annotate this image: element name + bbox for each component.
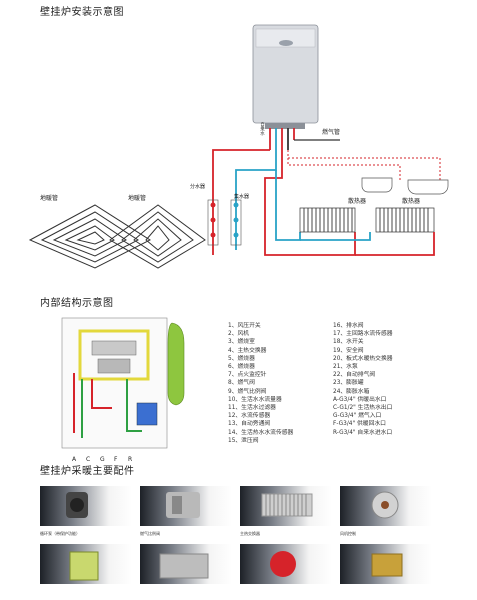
legend-right-item: 21、水泵 xyxy=(333,364,358,371)
radiator-right-label: 散热器 xyxy=(402,197,420,205)
legend-right-item: 24、膨胀水箱 xyxy=(333,388,370,395)
legend-right-item: 22、自动排气阀 xyxy=(333,372,376,379)
boiler-pipes xyxy=(269,128,295,150)
dhw-dashed-line xyxy=(287,150,441,182)
legend-left-item: 8、燃气阀 xyxy=(228,380,255,387)
legend-left-item: 11、生活水过滤器 xyxy=(228,405,276,412)
valve-a-label: 分水器 xyxy=(190,183,205,190)
boiler-unit xyxy=(252,24,319,129)
legend-left-item: 10、生活水水流量器 xyxy=(228,396,282,403)
fan-icon xyxy=(371,491,399,519)
radiator-left: 散热器 xyxy=(299,197,366,233)
cold-return-line xyxy=(235,150,371,250)
legend-left-item: 6、燃烧器 xyxy=(228,364,255,371)
floor-coil-right: 地暖管 xyxy=(109,194,206,269)
port-r: R xyxy=(128,456,132,463)
gas-pipe-label: 燃气管 xyxy=(322,128,340,136)
expansion-tank-icon xyxy=(270,551,296,577)
part-caption-1: 循环泵（带保护功能） xyxy=(40,531,80,536)
manifold-right: 集水器 xyxy=(230,193,249,246)
brass-fitting-icon xyxy=(371,553,403,577)
install-title: 壁挂炉安装示意图 xyxy=(40,7,124,18)
circuit-board-icon xyxy=(69,551,99,581)
floor-right-label: 地暖管 xyxy=(128,194,146,202)
radiator-left-label: 散热器 xyxy=(348,197,366,205)
legend-right-item: 19、安全阀 xyxy=(333,347,364,354)
legend-right-item: 23、膨胀罐 xyxy=(333,380,364,387)
legend-left-item: 12、水流传感器 xyxy=(228,413,271,420)
burner-icon xyxy=(159,553,209,579)
internal-diagram: A C G F R xyxy=(61,317,185,463)
internal-title: 内部结构示意图 xyxy=(40,298,114,309)
legend-left-item: 15、泄压阀 xyxy=(228,437,259,444)
legend-left-item: 14、生活热水水流传感器 xyxy=(228,429,294,436)
floor-coil-left: 地暖管 xyxy=(28,194,152,269)
legend-left-item: 7、点火监控针 xyxy=(228,372,267,379)
legend-left-item: 5、燃烧器 xyxy=(228,355,255,362)
legend-right-item: C-G1/2" 生活热水出口 xyxy=(333,405,393,412)
gas-valve-icon xyxy=(166,492,200,518)
legend-right-item: 17、主回路水流传感器 xyxy=(333,331,393,338)
install-diagram: 自来水 燃气管 散热器 xyxy=(28,24,449,269)
legend-right-item: A-G3/4" 供暖出水口 xyxy=(333,396,387,403)
legend-left-item: 1、风压开关 xyxy=(228,323,261,329)
legend-left-item: 13、自动旁通阀 xyxy=(228,421,271,428)
radiator-link xyxy=(355,232,435,256)
sink-icon xyxy=(361,177,393,193)
boiler-tag-label: 自来水 xyxy=(260,121,265,136)
legend-left-item: 4、主热交换器 xyxy=(228,347,267,354)
port-g: G xyxy=(100,456,105,463)
legend-right-item: 20、板式水暖热交换器 xyxy=(333,355,393,362)
part-caption-4: 风机控制 xyxy=(340,531,356,536)
part-shapes xyxy=(66,491,403,581)
radiator-right: 散热器 xyxy=(375,197,435,233)
bathtub-icon xyxy=(407,179,449,195)
port-a: A xyxy=(72,456,77,463)
legend-right-item: G-G3/4" 燃气入口 xyxy=(333,413,382,420)
legend-left-item: 2、风机 xyxy=(228,331,250,338)
valve-b-label: 集水器 xyxy=(234,193,249,200)
port-f: F xyxy=(114,456,118,463)
floor-left-label: 地暖管 xyxy=(40,194,58,202)
port-c: C xyxy=(86,456,90,463)
part-caption-2: 燃气比例阀 xyxy=(140,531,160,536)
legend-right-item: R-G3/4" 自来水进水口 xyxy=(333,429,393,436)
parts-title: 壁挂炉采暖主要配件 xyxy=(40,466,135,477)
part-caption-3: 主热交换器 xyxy=(240,531,260,536)
gas-pipe: 燃气管 xyxy=(294,128,340,141)
legend-right-item: F-G3/4" 供暖回水口 xyxy=(333,421,386,428)
legend-left-item: 9、燃气比例阀 xyxy=(228,388,267,395)
legend-left-item: 3、燃烧室 xyxy=(228,339,255,346)
manifold-left: 分水器 xyxy=(190,183,219,246)
pump-icon xyxy=(66,492,88,518)
legend-right-item: 16、排水阀 xyxy=(333,323,364,329)
heat-exchanger-icon xyxy=(261,493,313,517)
legend-right-item: 18、水开关 xyxy=(333,339,364,346)
